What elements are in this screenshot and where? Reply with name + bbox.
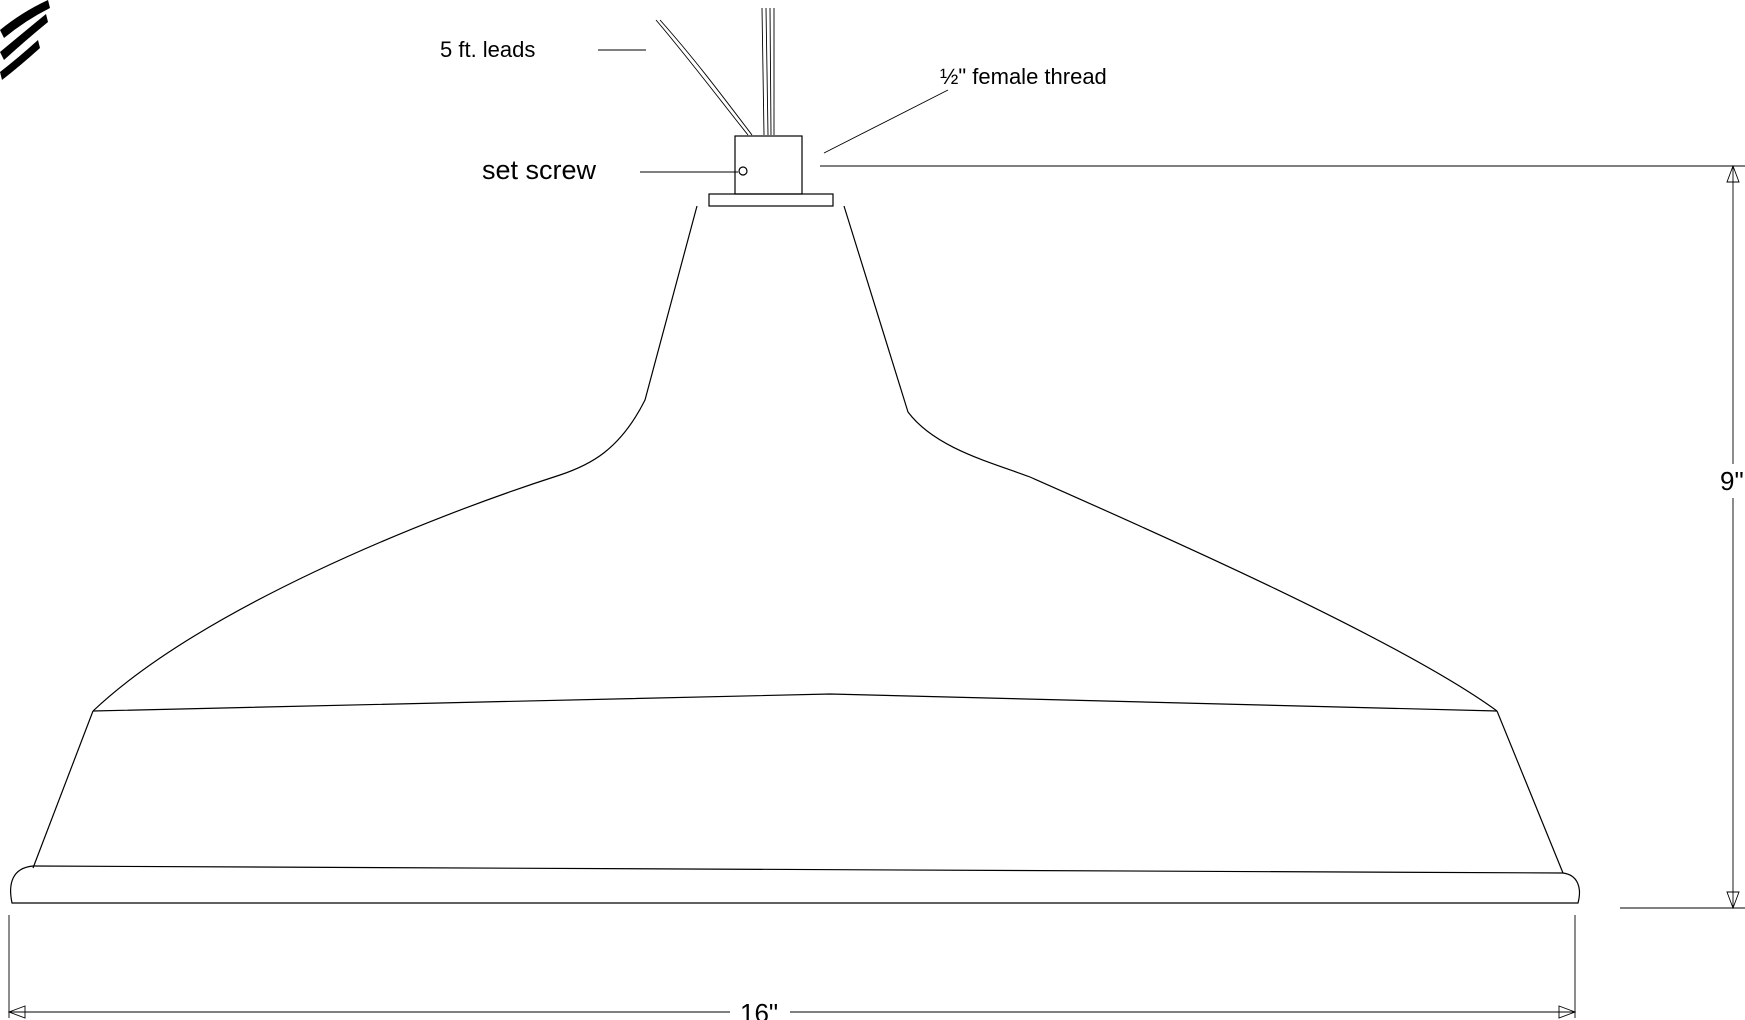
leads-label: 5 ft. leads [440, 37, 535, 62]
socket-fitter [708, 135, 834, 207]
leader-lines [598, 49, 949, 173]
shade-outline [10, 205, 1581, 904]
set-screw-icon [738, 166, 748, 176]
thread-label: ½" female thread [940, 64, 1107, 89]
height-value: 9" [1720, 466, 1744, 496]
corner-scan-mark [0, 0, 50, 80]
width-dimension [7, 915, 1577, 1019]
set-screw-label: set screw [482, 155, 597, 185]
wire-leads [655, 7, 775, 136]
width-value: 16" [740, 998, 778, 1020]
height-dimension [820, 164, 1745, 910]
